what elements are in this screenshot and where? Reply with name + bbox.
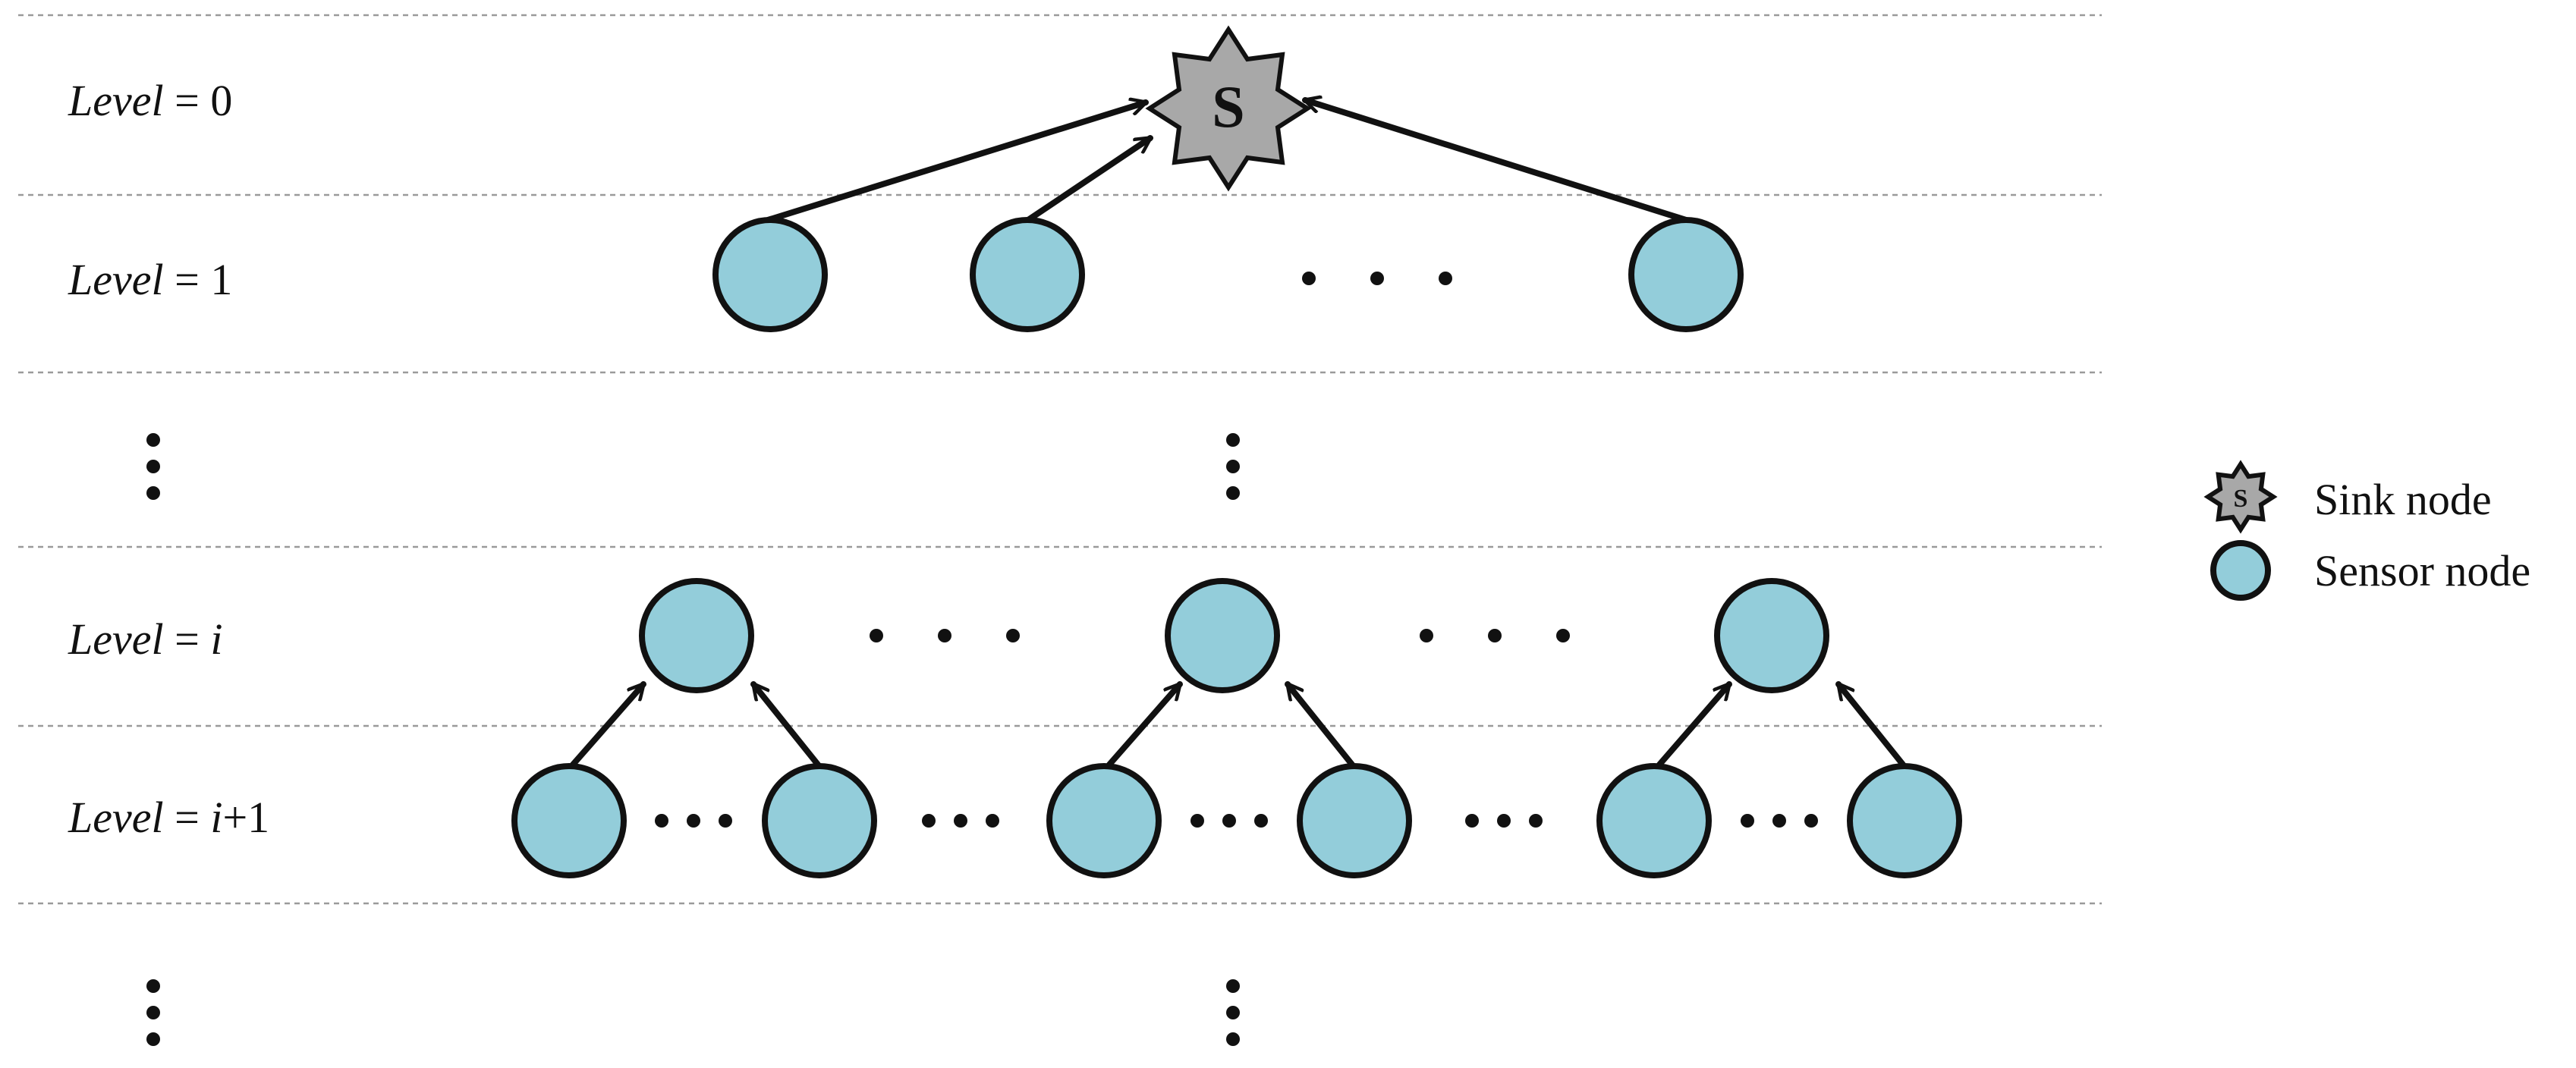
level-i-sensors (639, 578, 1829, 693)
edge-arrow (1285, 684, 1355, 768)
sensor-node (970, 217, 1085, 332)
vertical-ellipsis-left-upper (146, 433, 160, 500)
edge-arrow (1656, 684, 1732, 768)
level-label-i: Level = i (68, 614, 222, 664)
legend-sensor-label: Sensor node (2314, 546, 2530, 595)
edge-arrow (1305, 100, 1689, 223)
sensor-node (1297, 763, 1412, 878)
legend-sensor-icon (2210, 540, 2271, 601)
sink-star-icon (1145, 25, 1312, 192)
horizontal-ellipsis (870, 629, 1020, 642)
sensor-node (511, 763, 627, 878)
level-i-plus-1-sensors (511, 763, 1962, 878)
legend: S Sink node Sensor node (2203, 460, 2530, 601)
legend-sink-icon (2203, 460, 2278, 534)
legend-sink-entry: S Sink node (2203, 460, 2492, 534)
sensor-node (1165, 578, 1280, 693)
vertical-ellipsis-center-lower (1226, 979, 1240, 1046)
legend-sensor-entry: Sensor node (2210, 540, 2530, 601)
sensor-node (1046, 763, 1162, 878)
horizontal-ellipsis (1302, 272, 1452, 285)
sink-letter: S (1212, 74, 1244, 140)
horizontal-ellipsis (1420, 629, 1570, 642)
edge-arrow (765, 102, 1146, 223)
sensor-node (1714, 578, 1829, 693)
legend-sink-label: Sink node (2314, 475, 2492, 524)
sensor-node (1628, 217, 1744, 332)
edge-arrow (750, 684, 821, 768)
sensor-node (1847, 763, 1962, 878)
sink-node: S (1145, 25, 1312, 192)
level-separators (18, 14, 2102, 905)
edge-arrow (1025, 135, 1150, 223)
edge-arrow (570, 684, 646, 768)
edges-level-i-plus-1-to-level-i (570, 684, 1906, 768)
horizontal-ellipsis (922, 814, 999, 828)
level-labels: Level = 0 Level = 1 Level = i Level = i+… (68, 76, 269, 842)
level-label-1: Level = 1 (68, 255, 232, 304)
horizontal-ellipsis (1741, 814, 1818, 828)
edge-arrow (1106, 684, 1183, 768)
vertical-ellipsis-left-lower (146, 979, 160, 1046)
horizontal-ellipsis (1190, 814, 1268, 828)
level-label-0: Level = 0 (68, 76, 232, 125)
edges-level1-to-sink (765, 100, 1689, 223)
sensor-node (639, 578, 754, 693)
vertical-ellipsis-center-upper (1226, 433, 1240, 500)
level-1-sensors (712, 217, 1744, 332)
sensor-node (712, 217, 828, 332)
sensor-node (762, 763, 877, 878)
sensor-node (1596, 763, 1712, 878)
horizontal-ellipsis (655, 814, 732, 828)
level-label-i-plus-1: Level = i+1 (68, 793, 269, 842)
horizontal-ellipsis (1465, 814, 1543, 828)
edge-arrow (1835, 684, 1906, 768)
legend-sink-letter: S (2234, 485, 2248, 513)
